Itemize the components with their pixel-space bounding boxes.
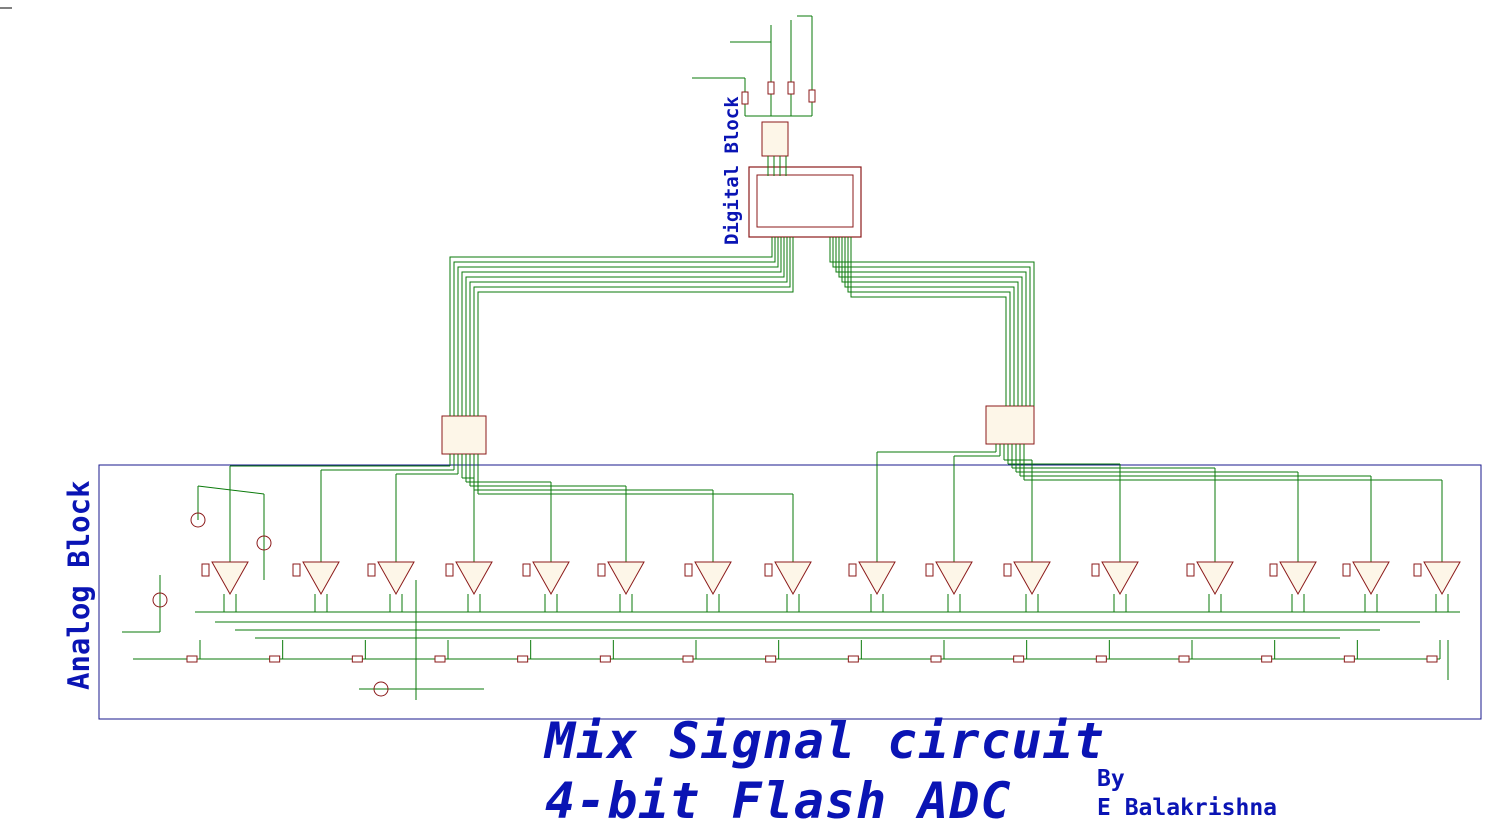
ladder-resistor[interactable] [517, 655, 529, 663]
ladder-resistor[interactable] [765, 655, 777, 663]
feedback-resistor[interactable] [597, 563, 606, 577]
feedback-resistor[interactable] [1413, 563, 1422, 577]
feedback-resistor[interactable] [1003, 563, 1012, 577]
ladder-resistor[interactable] [930, 655, 942, 663]
ladder-resistor[interactable] [1095, 655, 1107, 663]
bus-wire [461, 237, 782, 416]
feedback-resistor[interactable] [925, 563, 934, 577]
comparator-opamp[interactable] [302, 561, 340, 596]
ladder-resistor[interactable] [351, 655, 363, 663]
ladder-resistor[interactable] [186, 655, 198, 663]
comparator-opamp[interactable] [1196, 561, 1234, 596]
feedback-resistor[interactable] [522, 563, 531, 577]
comparator-opamp[interactable] [1279, 561, 1317, 596]
comparator-opamp[interactable] [1352, 561, 1390, 596]
pullup-resistor[interactable] [741, 91, 749, 105]
bus-wire [465, 237, 785, 416]
pullup-resistor[interactable] [787, 81, 795, 95]
ref-source-vref[interactable] [190, 512, 206, 528]
digital-ic-u9[interactable] [761, 121, 789, 157]
digital-ic-u8[interactable] [748, 166, 862, 238]
comparator-opamp[interactable] [1013, 561, 1051, 596]
pullup-resistor[interactable] [808, 89, 816, 103]
feedback-resistor[interactable] [201, 563, 210, 577]
comparator-opamp[interactable] [377, 561, 415, 596]
digital-block-label: Digital Block [721, 96, 743, 245]
bus-wire [850, 237, 1007, 406]
comparator-opamp[interactable] [532, 561, 570, 596]
comparator-opamp[interactable] [774, 561, 812, 596]
comparator-opamp[interactable] [455, 561, 493, 596]
ladder-resistor[interactable] [1426, 655, 1438, 663]
ref-source-v2[interactable] [256, 535, 272, 551]
analog-block-frame [98, 464, 1482, 720]
bus-wire [829, 237, 1035, 406]
ladder-resistor[interactable] [599, 655, 611, 663]
bus-wire [477, 237, 794, 416]
analog-block-label: Analog Block [62, 480, 96, 690]
bus-wire [469, 237, 788, 416]
ladder-resistor[interactable] [1178, 655, 1190, 663]
feedback-resistor[interactable] [292, 563, 301, 577]
bus-wire [473, 237, 791, 416]
clock-source[interactable] [373, 681, 389, 697]
input-source-vin[interactable] [152, 592, 168, 608]
bus-wire [835, 237, 1027, 406]
comparator-opamp[interactable] [858, 561, 896, 596]
feedback-resistor[interactable] [445, 563, 454, 577]
ladder-resistor[interactable] [1343, 655, 1355, 663]
feedback-resistor[interactable] [1186, 563, 1195, 577]
comparator-opamp[interactable] [694, 561, 732, 596]
feedback-resistor[interactable] [848, 563, 857, 577]
author-name: E Balakrishna [1097, 795, 1278, 821]
ladder-resistor[interactable] [434, 655, 446, 663]
comparator-opamp[interactable] [935, 561, 973, 596]
title-line-2: 4-bit Flash ADC [545, 772, 1012, 830]
ladder-resistor[interactable] [682, 655, 694, 663]
title-line-1: Mix Signal circuit [545, 712, 1105, 770]
feedback-resistor[interactable] [764, 563, 773, 577]
bus-wire [449, 237, 773, 416]
comparator-opamp[interactable] [1101, 561, 1139, 596]
ladder-resistor[interactable] [847, 655, 859, 663]
bus-wire [841, 237, 1019, 406]
feedback-resistor[interactable] [1269, 563, 1278, 577]
bus-wire [453, 237, 776, 416]
bus-wire [457, 237, 779, 416]
bus-wire [847, 237, 1011, 406]
bus-wire [832, 237, 1031, 406]
comparator-opamp[interactable] [607, 561, 645, 596]
encoder-ic-right[interactable] [985, 405, 1035, 445]
bus-wire [844, 237, 1015, 406]
feedback-resistor[interactable] [1091, 563, 1100, 577]
bus-wire [838, 237, 1023, 406]
feedback-resistor[interactable] [1342, 563, 1351, 577]
ladder-resistor[interactable] [1013, 655, 1025, 663]
comparator-opamp[interactable] [1423, 561, 1461, 596]
feedback-resistor[interactable] [367, 563, 376, 577]
ladder-resistor[interactable] [1261, 655, 1273, 663]
feedback-resistor[interactable] [684, 563, 693, 577]
encoder-ic-left[interactable] [441, 415, 487, 455]
comparator-opamp[interactable] [211, 561, 249, 596]
ladder-resistor[interactable] [269, 655, 281, 663]
pullup-resistor[interactable] [767, 81, 775, 95]
author-by: By [1097, 766, 1125, 792]
